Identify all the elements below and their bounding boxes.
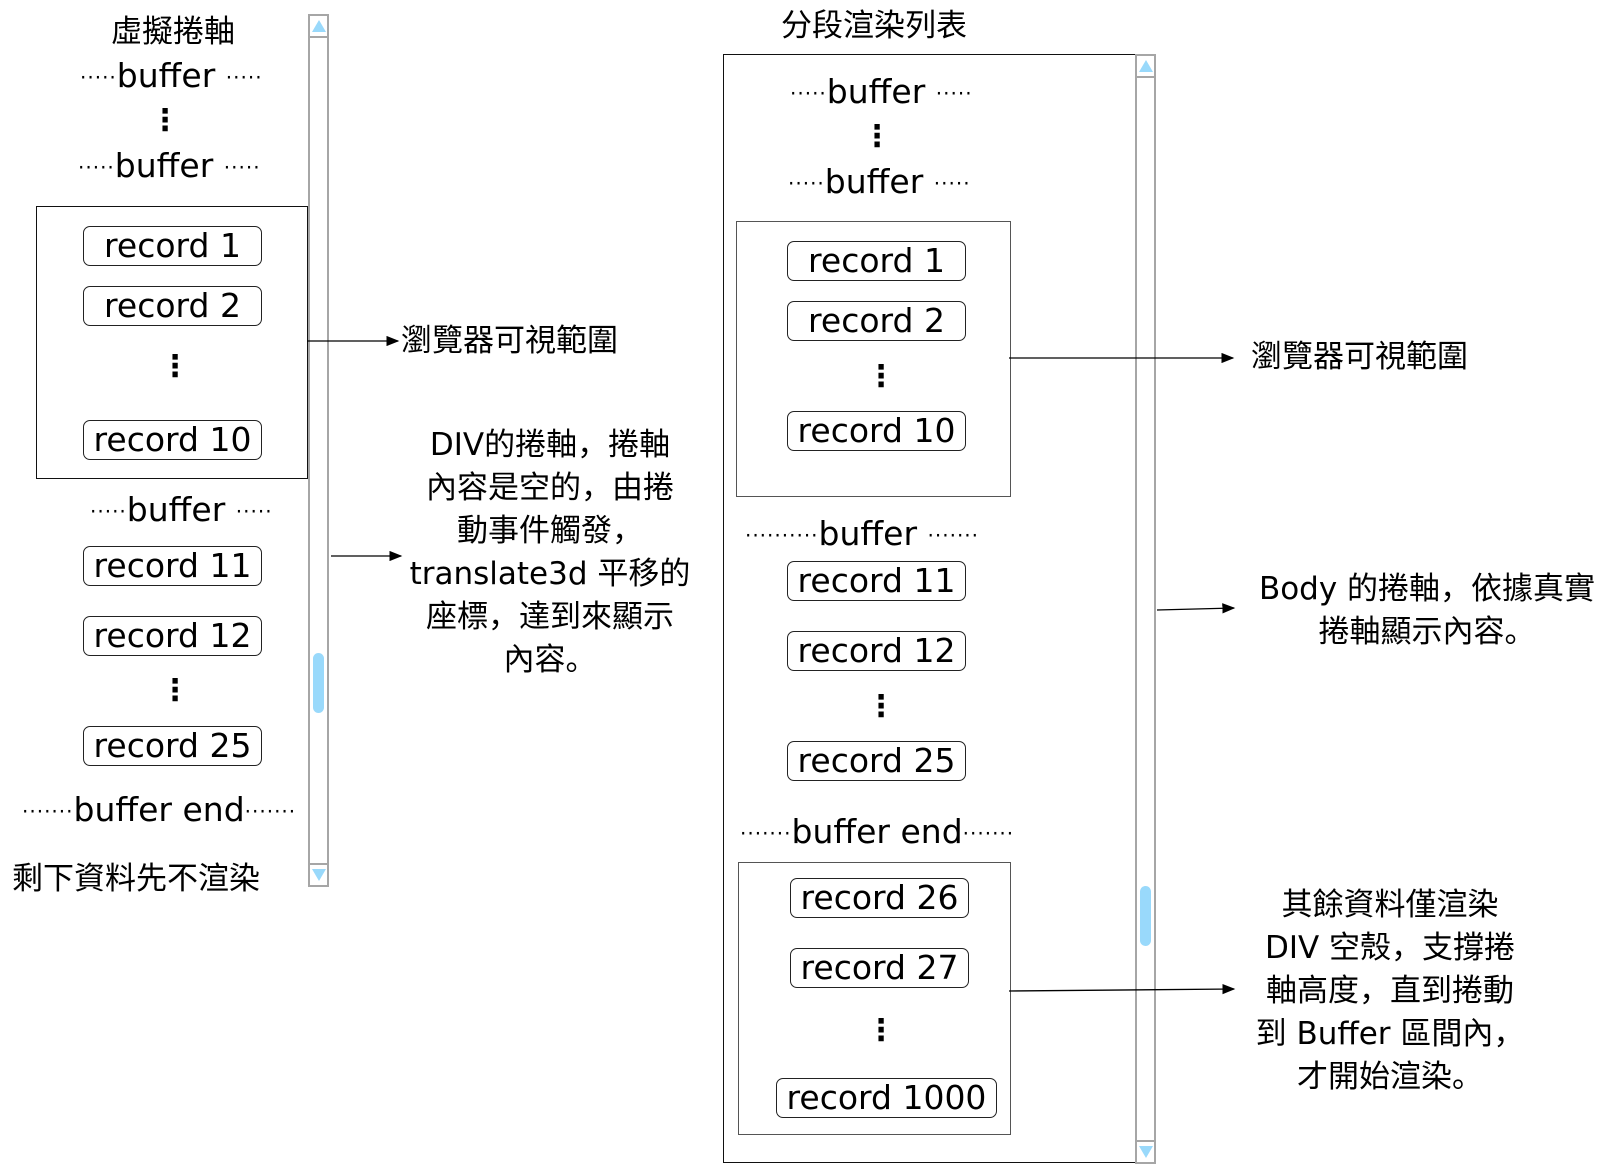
arrow-right-body-scroll xyxy=(1156,603,1236,614)
left-record-1[interactable]: record 1 xyxy=(83,226,262,266)
right-buffer-end: ·······buffer end······· xyxy=(740,812,1013,851)
note-line: DIV 空殼，支撐捲 xyxy=(1264,930,1516,966)
buffer-label: buffer xyxy=(826,72,926,111)
scroll-down-button[interactable] xyxy=(1137,1140,1154,1162)
dots: ······· xyxy=(740,821,792,846)
arrow-right-rest xyxy=(1008,983,1236,995)
note-line: 捲軸顯示內容。 xyxy=(1318,614,1536,650)
note-line: 軸高度，直到捲動 xyxy=(1266,973,1514,1009)
dots: ······· xyxy=(244,799,297,824)
arrow-down-icon xyxy=(1138,1146,1153,1158)
right-buffer-top-2: ·····buffer ····· xyxy=(788,162,971,201)
note-line: 才開始渲染。 xyxy=(1297,1059,1483,1095)
dots: ····· xyxy=(90,499,127,524)
note-line: 其餘資料僅渲染 xyxy=(1281,887,1499,923)
right-record-1000[interactable]: record 1000 xyxy=(776,1078,997,1118)
buffer-label: buffer xyxy=(114,146,214,185)
dots: ······· xyxy=(927,523,980,548)
dots: ······· xyxy=(962,821,1015,846)
buffer-label: buffer xyxy=(116,56,216,95)
right-rest-note: 其餘資料僅渲染 DIV 空殼，支撐捲 軸高度，直到捲動 到 Buffer 區間內… xyxy=(1240,884,1540,1099)
right-record-1[interactable]: record 1 xyxy=(787,241,966,281)
scroll-thumb[interactable] xyxy=(313,653,324,713)
right-record-12[interactable]: record 12 xyxy=(787,631,966,671)
left-record-25[interactable]: record 25 xyxy=(83,726,262,766)
dots: ·········· xyxy=(744,523,819,548)
left-record-12[interactable]: record 12 xyxy=(83,616,262,656)
arrow-up-icon xyxy=(311,20,326,32)
right-buffer-top-1: ·····buffer ····· xyxy=(790,72,973,111)
scroll-thumb[interactable] xyxy=(1140,886,1151,946)
left-buffer-top-1: ·····buffer ····· xyxy=(80,56,263,95)
note-line: 到 Buffer 區間內， xyxy=(1255,1016,1525,1052)
left-buffer-end: ·······buffer end······· xyxy=(22,790,295,829)
right-record-25[interactable]: record 25 xyxy=(787,741,966,781)
note-line: translate3d 平移的 xyxy=(409,556,691,592)
right-viewport-label: 瀏覽器可視範圍 xyxy=(1251,339,1468,375)
dots: ····· xyxy=(78,155,115,180)
right-viewport-box xyxy=(736,221,1011,497)
left-viewport-box xyxy=(36,206,308,479)
dots: ······· xyxy=(22,799,74,824)
left-footer: 剩下資料先不渲染 xyxy=(12,861,260,897)
right-scrollbar[interactable] xyxy=(1135,54,1156,1164)
left-record-11[interactable]: record 11 xyxy=(83,546,262,586)
buffer-label: buffer xyxy=(126,490,226,529)
buffer-label: buffer xyxy=(824,162,924,201)
note-line: 座標，達到來顯示 xyxy=(426,599,674,635)
dots: ····· xyxy=(235,499,273,524)
left-scrollbar[interactable] xyxy=(308,14,329,887)
left-viewport-label: 瀏覽器可視範圍 xyxy=(401,323,618,359)
note-line: 內容。 xyxy=(503,642,597,678)
right-record-2[interactable]: record 2 xyxy=(787,301,966,341)
scroll-down-button[interactable] xyxy=(310,863,327,885)
right-rest-box xyxy=(738,862,1011,1135)
scroll-up-button[interactable] xyxy=(310,16,327,38)
buffer-end-label: buffer end xyxy=(73,790,245,829)
dots: ····· xyxy=(788,171,825,196)
left-div-scroll-note: DIV的捲軸，捲軸 內容是空的，由捲 動事件觸發， translate3d 平移… xyxy=(395,424,705,682)
buffer-label: buffer xyxy=(818,514,918,553)
buffer-end-label: buffer end xyxy=(791,812,963,851)
note-line: 動事件觸發， xyxy=(457,513,643,549)
left-record-2[interactable]: record 2 xyxy=(83,286,262,326)
left-record-10[interactable]: record 10 xyxy=(83,420,262,460)
right-record-26[interactable]: record 26 xyxy=(790,878,969,918)
dots: ····· xyxy=(225,65,263,90)
right-record-10[interactable]: record 10 xyxy=(787,411,966,451)
left-title: 虛擬捲軸 xyxy=(111,14,235,50)
note-line: DIV的捲軸，捲軸 xyxy=(429,427,671,463)
left-buffer-mid: ·····buffer ····· xyxy=(90,490,273,529)
arrow-down-icon xyxy=(311,869,326,881)
dots: ····· xyxy=(933,171,971,196)
right-title: 分段渲染列表 xyxy=(781,8,967,44)
right-record-27[interactable]: record 27 xyxy=(790,948,969,988)
dots: ····· xyxy=(223,155,261,180)
arrow-up-icon xyxy=(1138,60,1153,72)
dots: ····· xyxy=(935,81,973,106)
right-body-scroll-note: Body 的捲軸，依據真實 捲軸顯示內容。 xyxy=(1232,568,1621,654)
left-buffer-top-2: ·····buffer ····· xyxy=(78,146,261,185)
note-line: Body 的捲軸，依據真實 xyxy=(1258,571,1596,607)
dots: ····· xyxy=(80,65,117,90)
note-line: 內容是空的，由捲 xyxy=(426,470,674,506)
right-buffer-mid: ··········buffer ······· xyxy=(742,514,982,553)
right-record-11[interactable]: record 11 xyxy=(787,561,966,601)
scroll-up-button[interactable] xyxy=(1137,56,1154,78)
dots: ····· xyxy=(790,81,827,106)
